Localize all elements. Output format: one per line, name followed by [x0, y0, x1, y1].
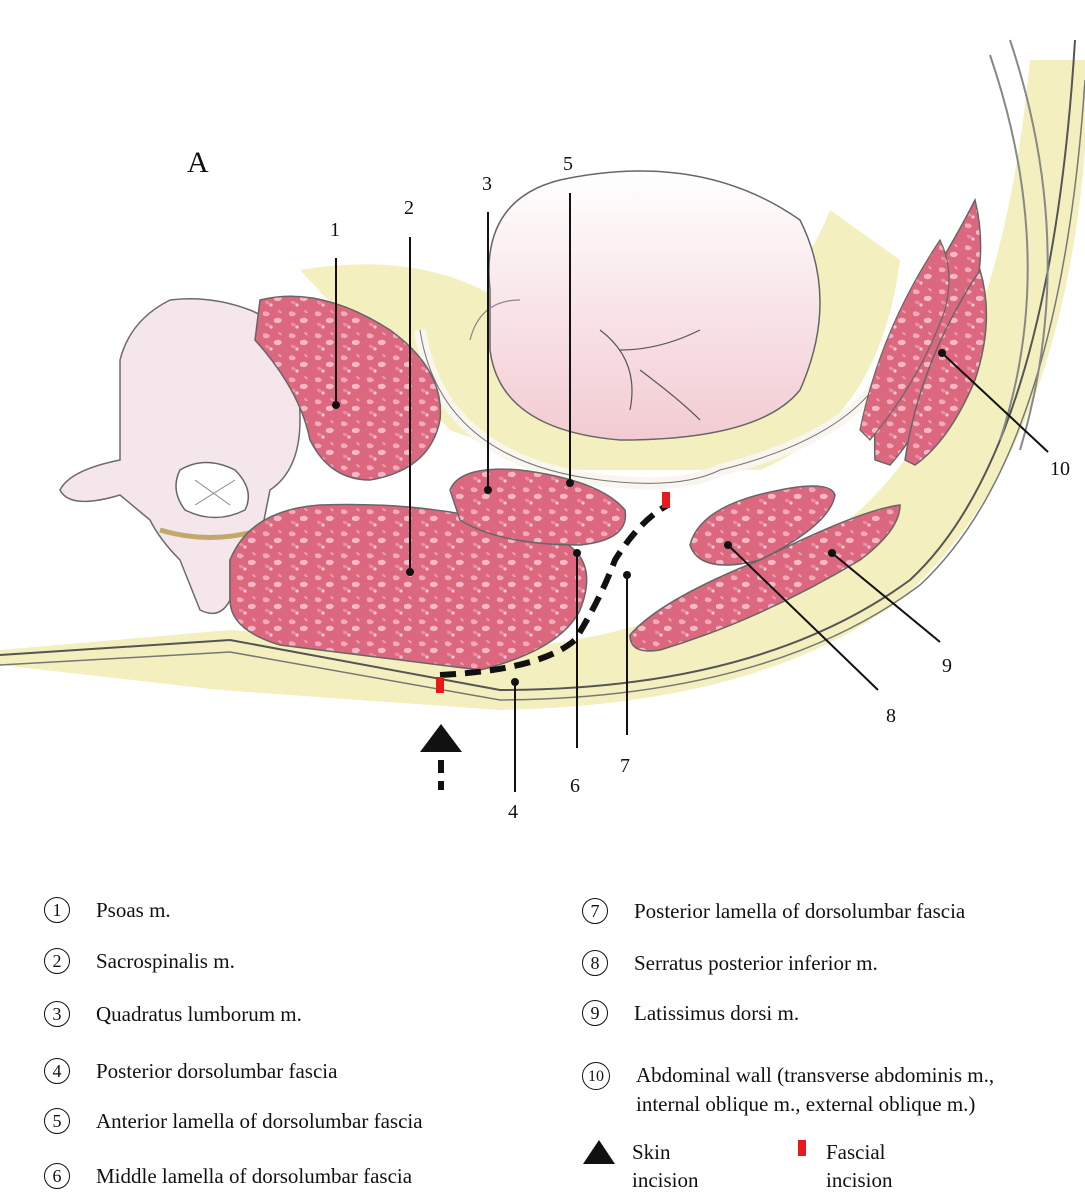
legend-text: Psoas m.: [96, 898, 171, 922]
legend-number: 8: [582, 950, 608, 976]
legend-item-9: 9 Latissimus dorsi m.: [582, 999, 799, 1028]
legend-number: 10: [582, 1062, 610, 1090]
legend-number: 9: [582, 1000, 608, 1026]
key-fascial-incision: Fascial incision: [796, 1138, 893, 1194]
legend-text: Posterior lamella of dorsolumbar fascia: [634, 899, 966, 923]
legend-text: Anterior lamella of dorsolumbar fascia: [96, 1109, 423, 1133]
psoas-muscle: [254, 295, 442, 481]
legend-text: Sacrospinalis m.: [96, 949, 235, 973]
legend-text-line2: internal oblique m., external oblique m.…: [636, 1092, 976, 1116]
legend-number: 1: [44, 897, 70, 923]
legend-number: 7: [582, 898, 608, 924]
latissimus-dorsi-muscle: [629, 504, 901, 652]
legend-item-7: 7 Posterior lamella of dorsolumbar fasci…: [582, 897, 965, 926]
key-fascial-line1: Fascial: [826, 1140, 886, 1164]
abdominal-wall-muscle-2: [904, 268, 988, 466]
legend-text: Serratus posterior inferior m.: [634, 951, 878, 975]
callout-7: 7: [620, 755, 630, 777]
fascial-incision-mark-lower: [436, 677, 444, 693]
skin-line-inner: [0, 79, 1085, 701]
legend-text-line1: Abdominal wall (transverse abdominis m.,: [636, 1063, 995, 1087]
skin-line: [0, 39, 1076, 692]
abdominal-organ: [488, 170, 821, 441]
legend-item-6: 6 Middle lamella of dorsolumbar fascia: [44, 1162, 412, 1191]
legend-number: 6: [44, 1163, 70, 1189]
callout-4: 4: [508, 801, 518, 823]
legend-text: Abdominal wall (transverse abdominis m.,…: [636, 1061, 994, 1119]
key-skin-line2: incision: [632, 1168, 699, 1192]
quadratus-lumborum-muscle: [449, 468, 627, 546]
legend-item-5: 5 Anterior lamella of dorsolumbar fascia: [44, 1107, 423, 1136]
callout-8: 8: [886, 705, 896, 727]
legend-text: Latissimus dorsi m.: [634, 1001, 800, 1025]
callout-9: 9: [942, 655, 952, 677]
legend-text: Posterior dorsolumbar fascia: [96, 1059, 338, 1083]
callout-2: 2: [404, 197, 414, 219]
legend: 1 Psoas m. 2 Sacrospinalis m. 3 Quadratu…: [0, 880, 1085, 1200]
legend-number: 3: [44, 1001, 70, 1027]
skin-incision-arrow-icon: [420, 724, 462, 752]
anatomy-diagram: A 1 2 3 5 4 6 7 8 9 10: [0, 39, 1085, 823]
abdominal-wall-muscle-3: [859, 238, 950, 441]
triangle-icon: [583, 1140, 615, 1164]
key-fascial-line2: incision: [826, 1168, 893, 1192]
legend-text: Middle lamella of dorsolumbar fascia: [96, 1164, 413, 1188]
callout-3: 3: [482, 173, 492, 195]
legend-item-1: 1 Psoas m.: [44, 896, 171, 925]
legend-item-2: 2 Sacrospinalis m.: [44, 947, 235, 976]
legend-item-10: 10 Abdominal wall (transverse abdominis …: [582, 1061, 994, 1119]
key-skin-line1: Skin: [632, 1140, 671, 1164]
legend-item-4: 4 Posterior dorsolumbar fascia: [44, 1057, 337, 1086]
panel-label: A: [187, 146, 209, 179]
red-mark-icon: [798, 1140, 806, 1156]
callout-6: 6: [570, 775, 580, 797]
leader-dots: [332, 349, 946, 686]
fascial-incision-mark-upper: [662, 492, 670, 508]
legend-text: Quadratus lumborum m.: [96, 1002, 302, 1026]
legend-item-3: 3 Quadratus lumborum m.: [44, 1000, 302, 1029]
callout-1: 1: [330, 219, 340, 241]
key-skin-incision: Skin incision: [582, 1138, 699, 1194]
legend-item-8: 8 Serratus posterior inferior m.: [582, 949, 878, 978]
legend-number: 2: [44, 948, 70, 974]
callout-10: 10: [1050, 458, 1070, 480]
legend-number: 4: [44, 1058, 70, 1084]
callout-5: 5: [563, 153, 573, 175]
legend-number: 5: [44, 1108, 70, 1134]
leader-lines: [335, 193, 1049, 792]
